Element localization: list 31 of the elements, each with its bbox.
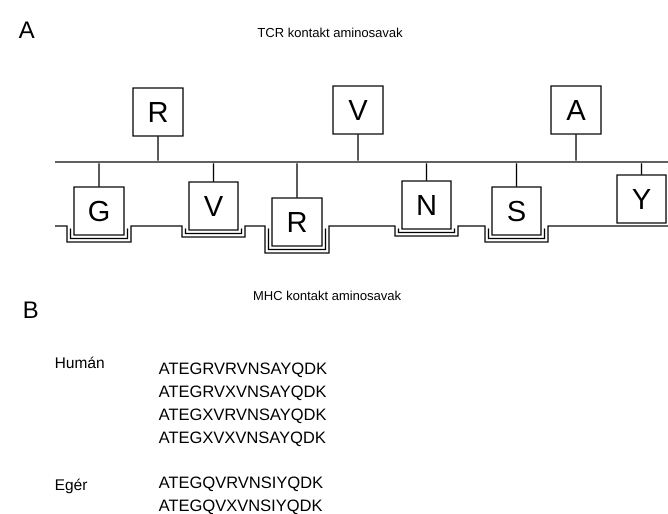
connector-line — [516, 163, 518, 186]
sequence-text: ATEGQVRVNSIYQDK — [158, 476, 323, 492]
residue-box: S — [491, 186, 542, 236]
residue-box: R — [132, 87, 184, 137]
sequence-text: ATEGRVRVNSAYQDK — [158, 362, 327, 378]
connector-line — [157, 136, 159, 161]
connector-line — [98, 163, 100, 186]
connector-line — [640, 163, 642, 174]
panel-letter: A — [18, 21, 35, 38]
connector-line — [212, 163, 214, 182]
panel-heading: TCR kontakt aminosavak — [258, 28, 403, 38]
residue-box: Y — [616, 174, 667, 224]
connector-line — [357, 134, 359, 161]
residue-box: V — [332, 85, 384, 135]
connector-line — [426, 163, 428, 180]
connector-line — [296, 163, 298, 198]
sequence-text: ATEGXVXVNSAYQDK — [158, 431, 326, 446]
residue-box: V — [188, 181, 239, 231]
panel-heading: MHC kontakt aminosavak — [254, 290, 402, 300]
connector-line — [575, 134, 577, 161]
sequence-text: ATEGXVRVNSAYQDK — [158, 408, 326, 424]
residue-box: R — [271, 197, 323, 247]
species-label: Humán — [56, 356, 104, 368]
sequence-text: ATEGRVXVNSAYQDK — [158, 385, 326, 400]
species-label: Egér — [56, 478, 88, 494]
backbone-line — [55, 161, 668, 163]
sequence-text: ATEGQVXVNSIYQDK — [158, 499, 322, 514]
residue-box: N — [401, 180, 452, 230]
panel-letter: B — [24, 302, 38, 318]
residue-box: A — [550, 85, 602, 135]
residue-box: G — [73, 186, 125, 236]
